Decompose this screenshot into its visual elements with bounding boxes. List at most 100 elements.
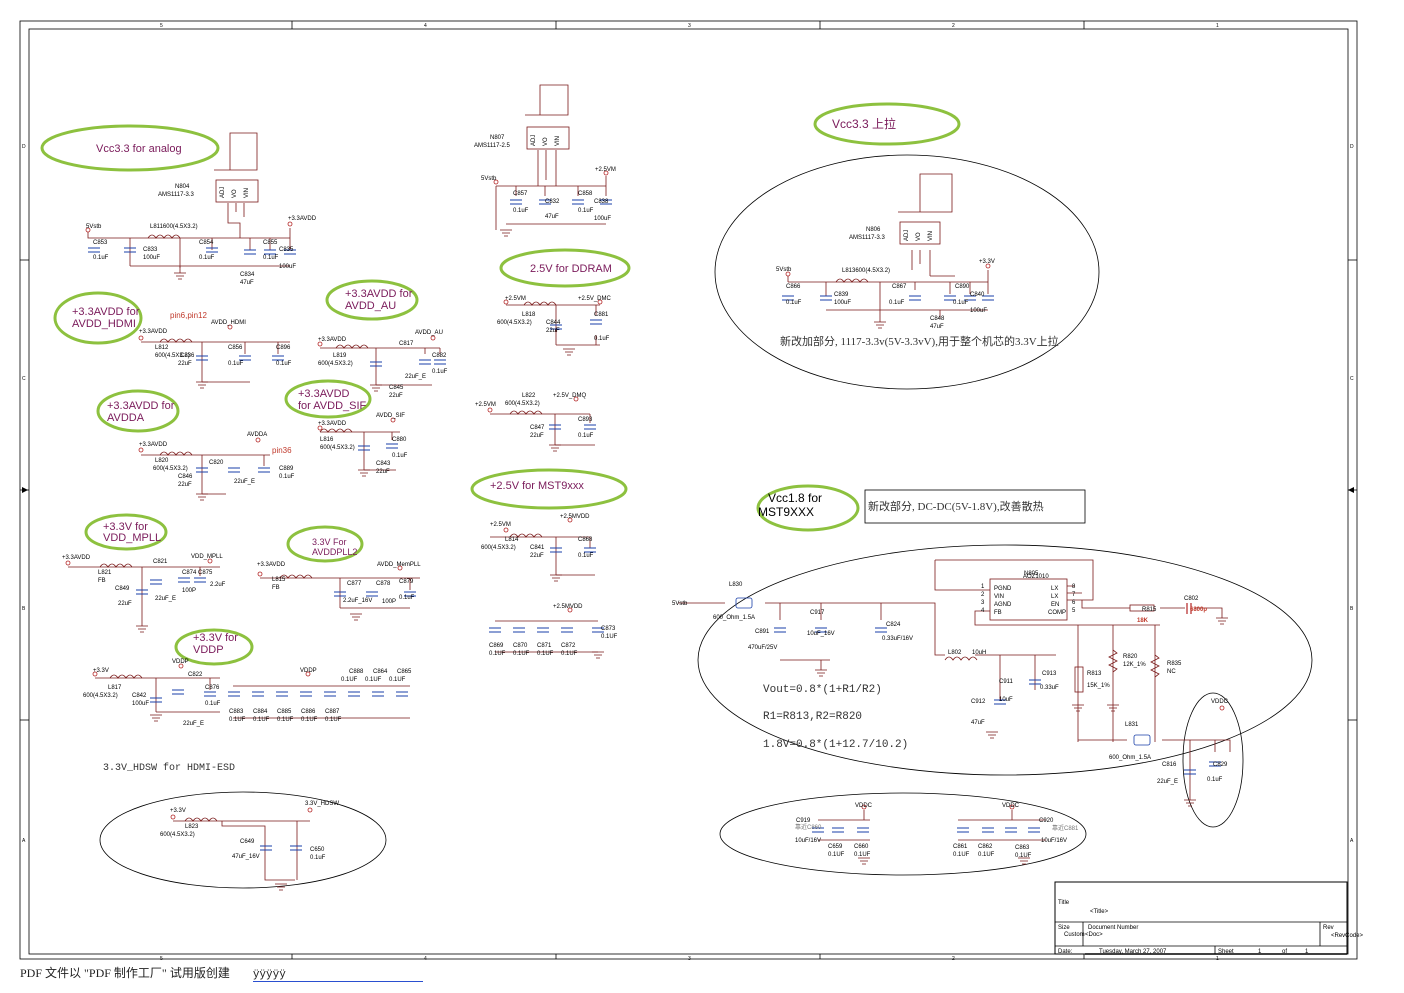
component-label: C913 xyxy=(1042,671,1057,677)
component-label: 100P xyxy=(182,588,196,594)
component-label: 100uF xyxy=(594,216,611,222)
component-label: C885 xyxy=(277,709,292,715)
reg-pin: VIN xyxy=(928,231,934,241)
component-label: C920 xyxy=(1039,818,1054,824)
sheet-border xyxy=(19,20,1358,960)
component-label: FB xyxy=(272,585,280,591)
col-marker: 2 xyxy=(952,23,955,29)
pdf-footer-link[interactable]: ÿÿÿÿÿ xyxy=(252,969,423,982)
component-label: C840 xyxy=(970,292,985,298)
aoz-pin-num: 3 xyxy=(981,600,985,606)
aoz-pin: FB xyxy=(994,610,1002,616)
reg-pin: VO xyxy=(543,137,549,146)
component-label: C838 xyxy=(594,199,609,205)
component-label: C832 xyxy=(545,199,560,205)
inductor-symbols xyxy=(99,234,978,822)
component-label: 47uF xyxy=(545,214,559,220)
dcdc-note-box xyxy=(864,489,1086,524)
net-label: AVDDA xyxy=(247,432,267,438)
component-label: 600(4.5X3.2) xyxy=(160,832,195,838)
tb-title-label: Title xyxy=(1058,900,1070,906)
component-label: C817 xyxy=(399,341,414,347)
col-marker: 4 xyxy=(424,956,427,960)
component-label: C660 xyxy=(854,844,869,850)
callout-avdd-au: AVDD_AU xyxy=(345,300,396,312)
component-label: 0.1uF xyxy=(228,361,244,367)
component-label: L823 xyxy=(185,824,199,830)
border-arrow-left xyxy=(22,487,28,493)
n804-part: AMS1117-3.3 xyxy=(158,192,194,198)
callout-vcc33-analog: Vcc3.3 for analog xyxy=(96,143,182,155)
component-label: 0.1UF xyxy=(301,717,318,723)
component-label: C861 xyxy=(953,844,968,850)
component-label: 0.1UF xyxy=(537,651,554,657)
net-label: AVDD_SIF xyxy=(376,413,405,419)
component-label: 10uF/16V xyxy=(795,838,821,844)
component-label: 0.1UF xyxy=(1015,853,1032,859)
row-marker: A xyxy=(22,838,26,844)
tb-title-value: <Title> xyxy=(1090,909,1109,915)
pdf-footer: PDF 文件以 "PDF 制作工厂" 试用版创建 ÿÿÿÿÿ xyxy=(20,964,423,982)
component-label: 10uH xyxy=(972,650,986,656)
net-flag-circles xyxy=(65,170,1225,820)
component-label: C869 xyxy=(489,643,504,649)
net-label: 5Vstb xyxy=(481,176,497,182)
component-label: 22uF xyxy=(389,393,403,399)
component-label: L819 xyxy=(333,353,347,359)
net-label: +2.5V_DMC xyxy=(578,296,612,302)
reg-pin: ADJ xyxy=(904,230,910,241)
component-label: C917 xyxy=(810,610,825,616)
row-marker: D xyxy=(1350,144,1354,150)
component-label: L831 xyxy=(1125,722,1139,728)
callout-vddp: +3.3V for xyxy=(193,632,238,644)
ferrite-beads xyxy=(735,597,1151,746)
component-label: 22uF_E xyxy=(183,721,204,727)
callout-avdd-sif: for AVDD_SIF xyxy=(298,400,367,412)
dcdc-note: 新改部分, DC-DC(5V-1.8V),改善散热 xyxy=(868,499,1044,513)
row-marker: D xyxy=(22,144,26,150)
aoz-pin: AGND xyxy=(994,602,1012,608)
net-label: +3.3AVDD xyxy=(62,555,91,561)
row-marker: A xyxy=(1350,838,1354,844)
component-label: C650 xyxy=(310,847,325,853)
component-label: 0.1uF xyxy=(578,553,594,559)
component-label: 600(4.5X3.2) xyxy=(497,320,532,326)
component-label: 0.1uF xyxy=(392,453,408,459)
component-label: 22uF xyxy=(530,433,544,439)
aoz-pin-num: 6 xyxy=(1072,600,1076,606)
callout-avddpll2: 3.3V For xyxy=(312,537,347,547)
col-marker: 3 xyxy=(688,956,691,960)
component-label: L817 xyxy=(108,685,122,691)
component-label: 0.1uF xyxy=(889,300,905,306)
component-label: L821 xyxy=(98,570,112,576)
component-label: 0.1uF xyxy=(578,208,594,214)
component-label: 0.1uF xyxy=(93,255,109,261)
net-label: +2.5MVDD xyxy=(560,514,590,520)
aoz-pin-num: 8 xyxy=(1072,584,1076,590)
component-label: C841 xyxy=(530,545,545,551)
col-marker: 5 xyxy=(160,23,163,29)
c881-note: 靠近C881 xyxy=(1052,824,1079,832)
callout-avddpll2: AVDDPLL2 xyxy=(312,547,357,557)
net-label: 5Vstb xyxy=(86,224,102,230)
component-label: 0.1uF xyxy=(199,255,215,261)
component-label: C890 xyxy=(955,284,970,290)
net-label: 5Vstb xyxy=(776,267,792,273)
pin-note-hdmi: pin6,pin12 xyxy=(170,311,207,320)
component-label: C649 xyxy=(240,839,255,845)
component-label: 0.1UF xyxy=(561,651,578,657)
component-label: 0.1uF xyxy=(205,701,221,707)
component-label: 2.2uF_16V xyxy=(343,598,372,604)
component-label: 600_Ohm_1.5A xyxy=(1109,755,1151,761)
component-label: C822 xyxy=(188,672,203,678)
component-label: L822 xyxy=(522,393,536,399)
row-marker: B xyxy=(22,606,26,612)
component-label: 0.1uF xyxy=(399,595,415,601)
net-label: AVDD_HDMI xyxy=(211,320,246,326)
callout-ellipses xyxy=(40,102,961,666)
col-marker: 3 xyxy=(688,23,691,29)
net-label: VDD_MPLL xyxy=(191,554,223,560)
net-label: +2.5V_DMQ xyxy=(553,393,587,399)
regulator-n804: ADJ VO VIN xyxy=(214,132,259,203)
component-label: 0.1UF xyxy=(953,852,970,858)
